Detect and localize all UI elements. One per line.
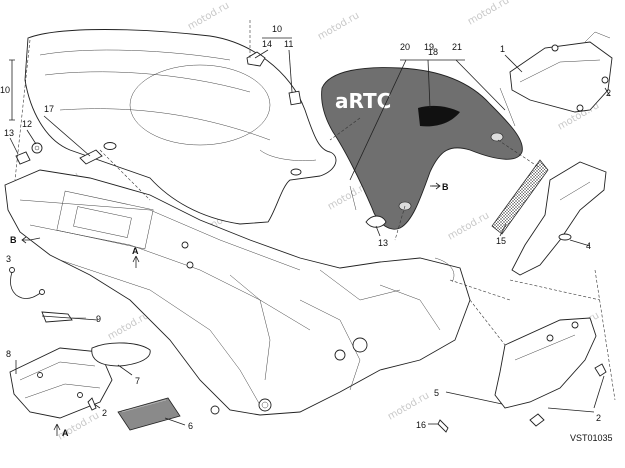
rider-seat <box>24 29 337 225</box>
seat-latch <box>41 311 86 323</box>
cable <box>9 267 45 299</box>
tail-light-bracket <box>509 31 613 113</box>
watermark: motod.ru <box>446 210 491 242</box>
callout-9: 9 <box>96 314 101 324</box>
callout-6: 6 <box>188 421 193 431</box>
callout-16: 16 <box>416 420 426 430</box>
callout-2: 2 <box>606 88 611 98</box>
callout-13: 13 <box>4 128 14 138</box>
small-parts <box>15 51 607 433</box>
callout-2: 2 <box>596 413 601 423</box>
callout-8: 8 <box>6 349 11 359</box>
brand-overlay-logo: aRTC <box>335 89 391 113</box>
callout-20: 20 <box>400 42 410 52</box>
view-markers: A A B B <box>10 182 449 438</box>
callout-labels: 1 2 2 2 3 4 5 6 7 8 9 10 10 11 12 13 13 … <box>0 24 611 431</box>
view-marker-b: B <box>442 182 449 192</box>
callout-2: 2 <box>102 408 107 418</box>
drawing-code: VST01035 <box>570 433 613 443</box>
callout-11: 11 <box>284 39 293 49</box>
watermark: motod.ru <box>186 0 231 32</box>
watermark: motod.ru <box>386 390 431 422</box>
callout-10: 10 <box>0 85 10 95</box>
callout-3: 3 <box>6 254 11 264</box>
callout-14: 14 <box>262 39 272 49</box>
owner-manual <box>117 397 181 431</box>
watermark: motod.ru <box>316 10 361 42</box>
callout-12: 12 <box>22 119 32 129</box>
tail-cover: aRTC <box>321 67 523 230</box>
view-marker-a: A <box>62 428 69 438</box>
callout-5: 5 <box>434 388 439 398</box>
undertray <box>9 347 113 419</box>
lower-side-cover <box>494 317 597 409</box>
side-fairing-panel <box>511 161 607 276</box>
callout-1: 1 <box>500 44 505 54</box>
callout-13: 13 <box>378 238 388 248</box>
callout-15: 15 <box>496 236 506 246</box>
rear-subframe <box>4 169 471 416</box>
view-marker-b: B <box>10 235 17 245</box>
mesh-grille <box>491 159 549 235</box>
callout-7: 7 <box>135 376 140 386</box>
callout-17: 17 <box>44 104 54 114</box>
seat-pad <box>91 342 151 367</box>
callout-19: 19 <box>424 42 434 52</box>
callout-4: 4 <box>586 241 591 251</box>
callout-21: 21 <box>452 42 462 52</box>
callout-18: 18 <box>428 47 438 57</box>
view-marker-a: A <box>132 246 139 256</box>
watermark: motod.ru <box>466 0 511 28</box>
callout-10: 10 <box>272 24 282 34</box>
